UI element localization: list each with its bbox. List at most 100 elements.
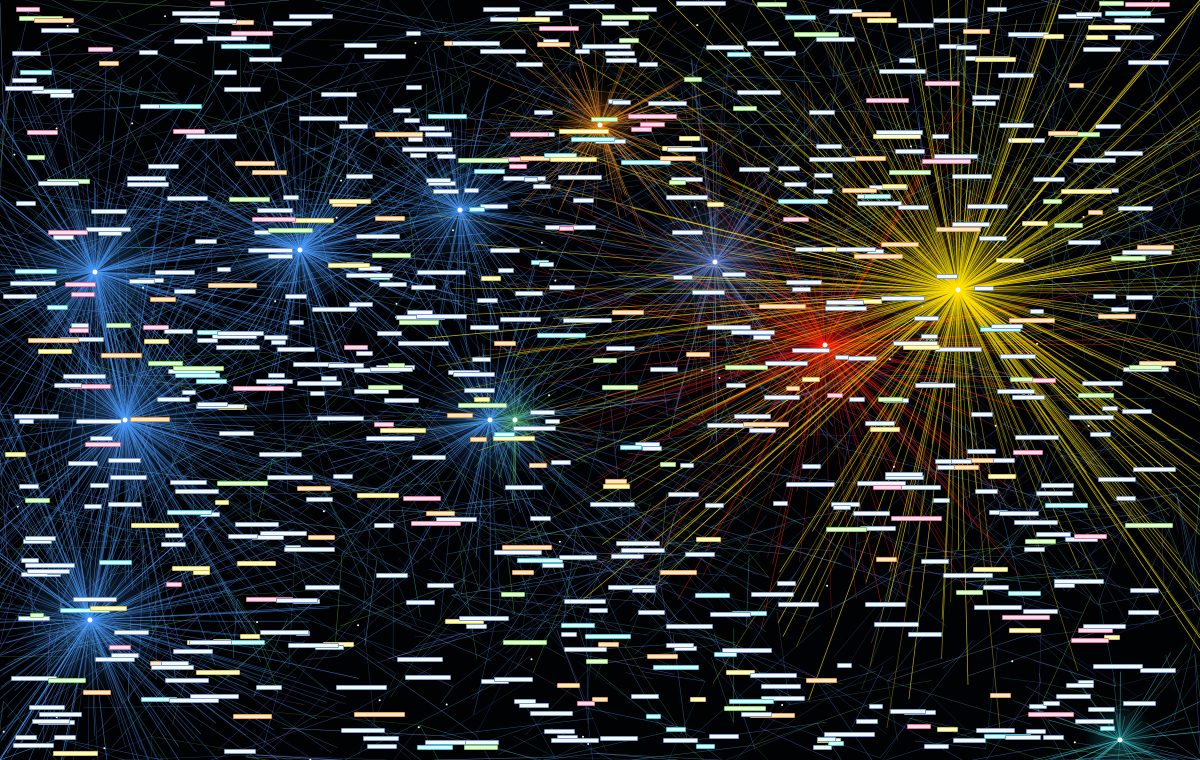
node-label (925, 81, 960, 86)
node-label (426, 511, 455, 516)
node-label (878, 397, 903, 402)
node-label (99, 560, 132, 565)
node-label (1125, 2, 1170, 7)
node-label (229, 197, 270, 202)
node-label (364, 54, 406, 59)
node-label (25, 536, 56, 541)
node-label (513, 426, 556, 431)
node-label (544, 729, 575, 734)
node-label (696, 744, 715, 749)
node-label (605, 479, 627, 484)
node-label (889, 170, 931, 175)
node-label (672, 230, 703, 235)
node-label (173, 366, 224, 371)
node-label (399, 320, 439, 325)
node-label (90, 436, 113, 441)
node-label (571, 137, 615, 142)
node-label (14, 414, 59, 419)
node-label (503, 640, 547, 645)
node-label (1068, 240, 1101, 245)
node-label (515, 291, 543, 296)
node-label (25, 563, 75, 568)
node-label (974, 286, 994, 291)
node-label (778, 199, 828, 204)
node-label (428, 114, 467, 119)
node-label (900, 485, 941, 490)
node-label (140, 104, 160, 109)
node-label (367, 744, 397, 749)
node-label (817, 737, 836, 742)
node-label (494, 677, 533, 682)
node-label (354, 712, 405, 717)
node-label (973, 567, 1008, 572)
node-label (520, 156, 550, 161)
node-label (601, 21, 629, 26)
node-label (101, 353, 142, 358)
node-label (505, 485, 543, 490)
node-label (50, 93, 74, 98)
node-label (305, 585, 340, 590)
node-label (990, 693, 1011, 698)
hub-top-left-core (92, 269, 98, 275)
graph-node-dot (718, 377, 721, 379)
node-label (759, 304, 806, 309)
node-label (312, 307, 357, 312)
node-label (974, 605, 1022, 610)
node-label (963, 29, 990, 34)
node-label (164, 329, 193, 334)
node-label (991, 324, 1023, 329)
node-label (1095, 124, 1121, 129)
node-label (954, 465, 979, 470)
node-label (39, 712, 82, 717)
node-label (979, 236, 1007, 241)
node-label (186, 134, 237, 139)
node-label (598, 642, 619, 647)
node-label (1111, 307, 1129, 312)
node-label (148, 164, 179, 169)
node-label (1043, 701, 1060, 706)
hub-left-middle-core (87, 617, 93, 623)
node-label (410, 153, 427, 158)
node-label (219, 431, 254, 436)
node-label (15, 735, 37, 740)
node-label (1036, 491, 1073, 496)
node-label (865, 602, 906, 607)
node-label (924, 744, 949, 749)
node-label (88, 47, 113, 52)
hub-orange-core (597, 122, 603, 128)
node-label (372, 253, 411, 258)
node-label (933, 498, 950, 503)
node-label (249, 57, 282, 62)
node-label (1069, 83, 1084, 88)
node-label (537, 333, 586, 338)
node-label (129, 279, 155, 284)
node-label (722, 648, 772, 653)
node-label (174, 39, 203, 44)
hub-cyan-bottom-right-core (1117, 737, 1123, 743)
node-label (458, 403, 507, 408)
node-label (852, 156, 886, 161)
node-label (139, 50, 158, 55)
node-label (437, 154, 456, 159)
node-label (707, 202, 724, 207)
graph-node-dot (131, 122, 134, 125)
node-label (1116, 496, 1136, 501)
node-label (221, 44, 270, 49)
node-label (154, 104, 202, 109)
node-label (603, 484, 630, 489)
node-label (1026, 729, 1046, 734)
node-label (686, 352, 710, 357)
node-label (600, 736, 638, 741)
node-label (679, 136, 700, 141)
node-label (814, 173, 833, 178)
node-label (190, 694, 239, 699)
node-label (297, 381, 342, 386)
hub-left-upper-core (122, 417, 128, 423)
node-label (869, 704, 883, 709)
node-label (510, 132, 549, 137)
node-label (921, 334, 938, 339)
node-label (411, 521, 461, 526)
node-label (582, 44, 631, 49)
node-label (881, 242, 919, 247)
node-label (668, 492, 699, 497)
